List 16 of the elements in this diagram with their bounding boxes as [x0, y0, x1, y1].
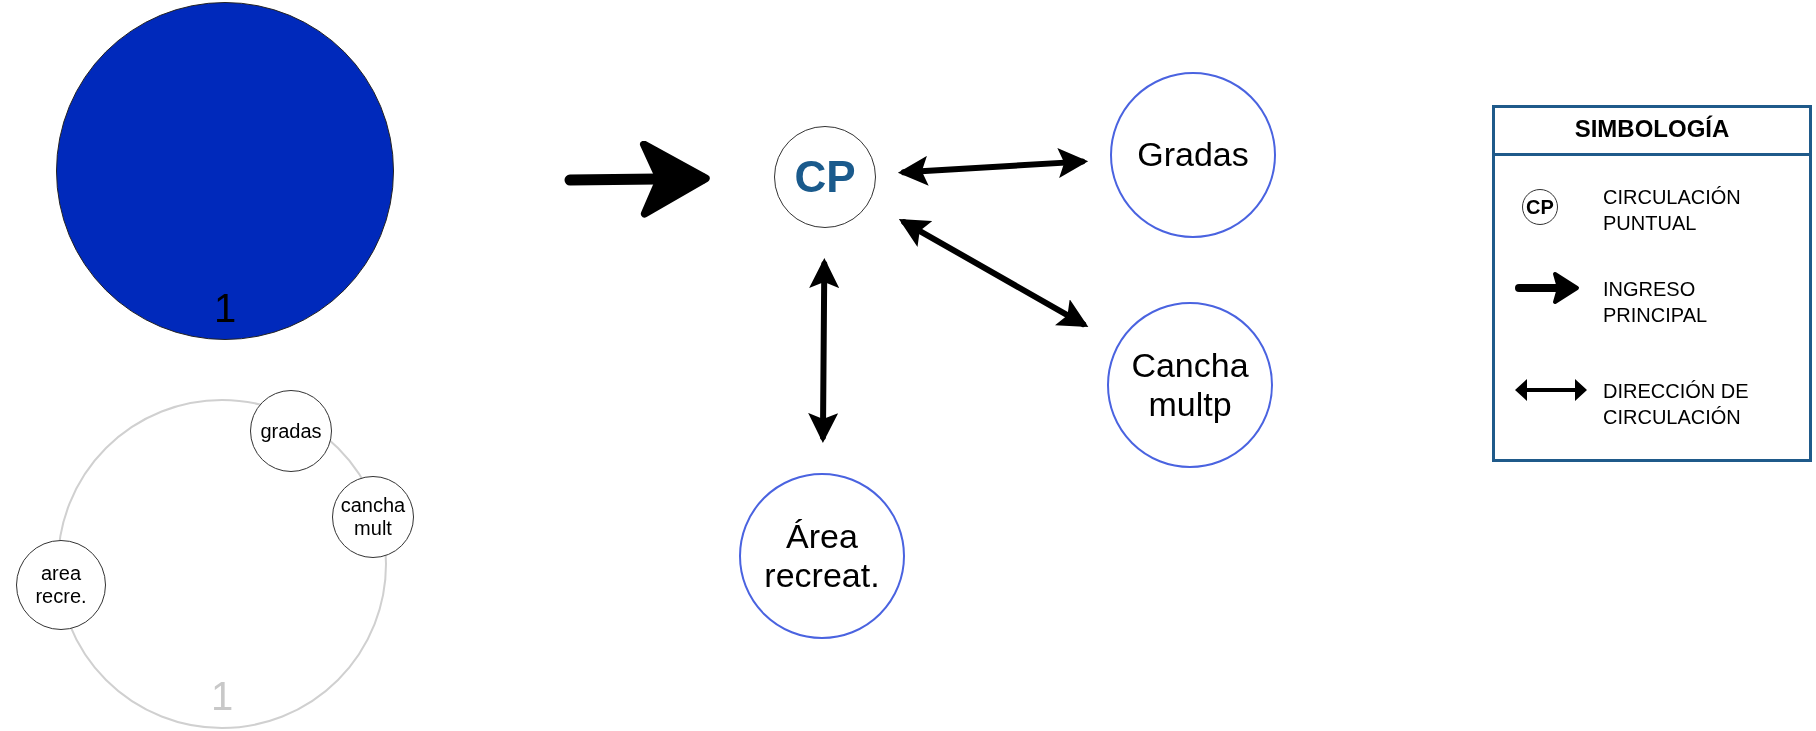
double-arrow	[898, 219, 1089, 328]
legend-text: DIRECCIÓN DE CIRCULACIÓN	[1603, 379, 1750, 430]
node-label: 1	[213, 285, 237, 331]
double-arrow	[808, 258, 840, 443]
double-arrow	[897, 148, 1089, 186]
entrance-arrow	[564, 140, 710, 218]
legend-text: INGRESO PRINCIPAL	[1603, 277, 1709, 328]
node-label: CP	[794, 151, 856, 203]
legend-title: SIMBOLOGÍA	[1573, 115, 1731, 143]
node-label: Cancha multp	[1130, 345, 1250, 425]
node-label: area recre.	[34, 562, 88, 608]
legend-text: CIRCULACIÓN PUNTUAL	[1603, 185, 1742, 236]
node-label: gradas	[260, 419, 322, 443]
node-label: Gradas	[1137, 135, 1249, 175]
node-label: Área recreat.	[763, 516, 881, 596]
node-label: cancha mult	[339, 494, 407, 540]
